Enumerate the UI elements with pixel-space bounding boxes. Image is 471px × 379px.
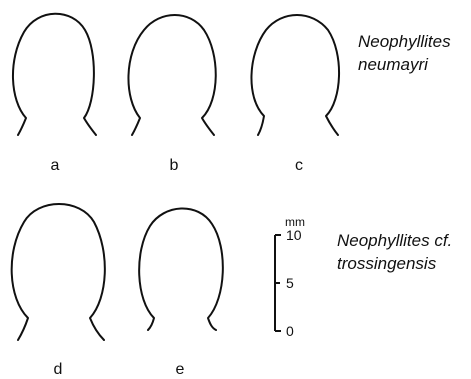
scale-tick-label-10: 10 bbox=[286, 227, 302, 243]
specimen-d-label: d bbox=[54, 361, 63, 378]
species-bottom-line1: Neophyllites cf. bbox=[337, 231, 452, 250]
species-top-line1: Neophyllites bbox=[358, 32, 451, 51]
specimen-e-label: e bbox=[176, 361, 185, 378]
specimen-b-outline bbox=[128, 15, 215, 135]
specimen-c-outline bbox=[251, 15, 339, 135]
specimen-a: a bbox=[13, 14, 96, 174]
scale-tick-label-0: 0 bbox=[286, 323, 294, 339]
species-label-neumayri: Neophyllites neumayri bbox=[358, 32, 451, 74]
specimen-d-outline bbox=[12, 204, 105, 340]
specimen-d: d bbox=[12, 204, 105, 378]
specimen-b: b bbox=[128, 15, 215, 174]
specimen-e-outline bbox=[139, 208, 223, 330]
specimen-e: e bbox=[139, 208, 223, 378]
specimen-a-outline bbox=[13, 14, 96, 135]
specimen-c: c bbox=[251, 15, 339, 174]
scale-bar: mm 10 5 0 bbox=[275, 215, 305, 339]
species-top-line2: neumayri bbox=[358, 55, 429, 74]
specimen-b-label: b bbox=[170, 157, 179, 174]
specimen-a-label: a bbox=[51, 157, 60, 174]
specimen-c-label: c bbox=[295, 157, 303, 174]
species-bottom-line2: trossingensis bbox=[337, 254, 437, 273]
scale-tick-label-5: 5 bbox=[286, 275, 294, 291]
species-label-trossingensis: Neophyllites cf. trossingensis bbox=[337, 231, 452, 273]
